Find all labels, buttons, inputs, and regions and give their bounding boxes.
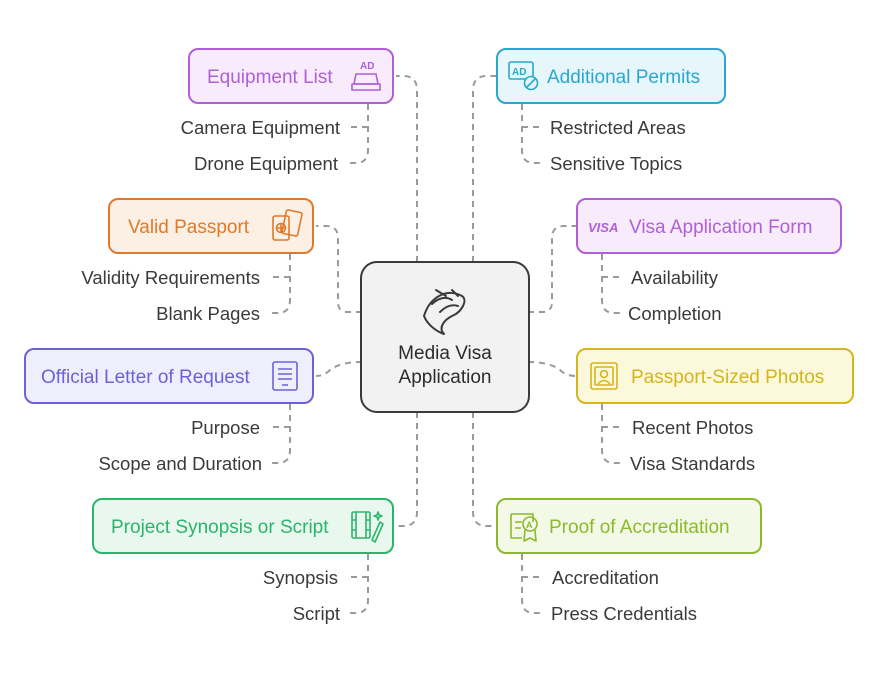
portrait-frame-icon <box>590 362 618 390</box>
branch-official-letter: Official Letter of Request Purpose Scope… <box>24 348 314 474</box>
leaf-purpose: Purpose <box>191 417 260 438</box>
branch-visa-form: VISA Visa Application Form Availability … <box>576 198 842 324</box>
additional-permits-title: Additional Permits <box>547 67 700 88</box>
branch-accreditation: A Proof of Accreditation Accreditation P… <box>496 498 762 624</box>
branch-additional-permits: AD Additional Permits Restricted Areas S… <box>496 48 726 174</box>
leaf-validity-requirements: Validity Requirements <box>81 267 260 288</box>
leaf-script: Script <box>293 603 340 624</box>
leaf-camera-equipment: Camera Equipment <box>181 117 340 138</box>
svg-text:AD: AD <box>512 67 526 78</box>
equipment-list-title: Equipment List <box>207 67 333 88</box>
visa-form-title: Visa Application Form <box>629 217 812 238</box>
certificate-icon: A <box>510 513 538 542</box>
center-title-line2: Application <box>399 367 492 388</box>
branch-equipment-list: Equipment List AD Camera Equipment Drone… <box>181 48 394 174</box>
document-icon <box>272 361 298 391</box>
leaf-blank-pages: Blank Pages <box>156 303 260 324</box>
center-title-line1: Media Visa <box>398 343 492 364</box>
official-letter-title: Official Letter of Request <box>41 367 250 388</box>
accreditation-title: Proof of Accreditation <box>549 517 730 538</box>
valid-passport-title: Valid Passport <box>128 217 250 238</box>
branch-valid-passport: Valid Passport Validity Requirements Bla… <box>81 198 314 324</box>
film-script-icon <box>351 511 384 543</box>
branch-passport-photos: Passport-Sized Photos Recent Photos Visa… <box>576 348 854 474</box>
connectors <box>270 75 622 614</box>
leaf-recent-photos: Recent Photos <box>632 417 753 438</box>
leaf-accreditation: Accreditation <box>552 567 659 588</box>
leaf-restricted-areas: Restricted Areas <box>550 117 686 138</box>
visa-card-icon: VISA <box>588 220 618 235</box>
leaf-synopsis: Synopsis <box>263 567 338 588</box>
leaf-availability: Availability <box>631 267 719 288</box>
leaf-drone-equipment: Drone Equipment <box>194 153 338 174</box>
passport-photos-title: Passport-Sized Photos <box>631 367 824 388</box>
ad-prohibited-icon: AD <box>508 61 539 91</box>
leaf-completion: Completion <box>628 303 722 324</box>
svg-text:A: A <box>526 520 533 530</box>
project-synopsis-title: Project Synopsis or Script <box>111 517 329 538</box>
svg-text:AD: AD <box>360 61 374 72</box>
ad-sign-icon: AD <box>351 61 381 91</box>
leaf-press-credentials: Press Credentials <box>551 603 697 624</box>
leaf-sensitive-topics: Sensitive Topics <box>550 153 682 174</box>
ribbon-swirl-icon <box>423 289 466 335</box>
passport-icon <box>272 209 303 241</box>
leaf-visa-standards: Visa Standards <box>630 453 755 474</box>
leaf-scope-and-duration: Scope and Duration <box>98 453 262 474</box>
center-node: Media Visa Application <box>360 261 530 413</box>
branch-project-synopsis: Project Synopsis or Script Synopsis Scri… <box>92 498 394 624</box>
